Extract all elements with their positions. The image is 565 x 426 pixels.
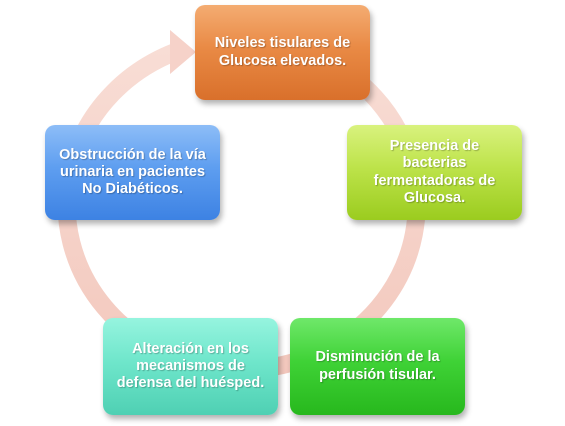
node-label: Alteración en los mecanismos de defensa … [116, 340, 265, 392]
node-label: Presencia de bacterias fermentadoras de … [373, 138, 496, 206]
node-defensa-huesped: Alteración en los mecanismos de defensa … [103, 318, 278, 415]
node-perfusion-tisular: Disminución de la perfusión tisular. [290, 318, 465, 415]
node-label: Obstrucción de la vía urinaria en pacien… [59, 146, 206, 198]
node-label: Niveles tisulares de Glucosa elevados. [214, 35, 351, 69]
node-bacterias-fermentadoras: Presencia de bacterias fermentadoras de … [347, 125, 522, 220]
node-obstruccion-urinaria: Obstrucción de la vía urinaria en pacien… [45, 125, 220, 220]
node-label: Disminución de la perfusión tisular. [315, 349, 440, 383]
node-niveles-glucosa: Niveles tisulares de Glucosa elevados. [195, 5, 370, 100]
cycle-arrowhead-icon [170, 30, 196, 74]
